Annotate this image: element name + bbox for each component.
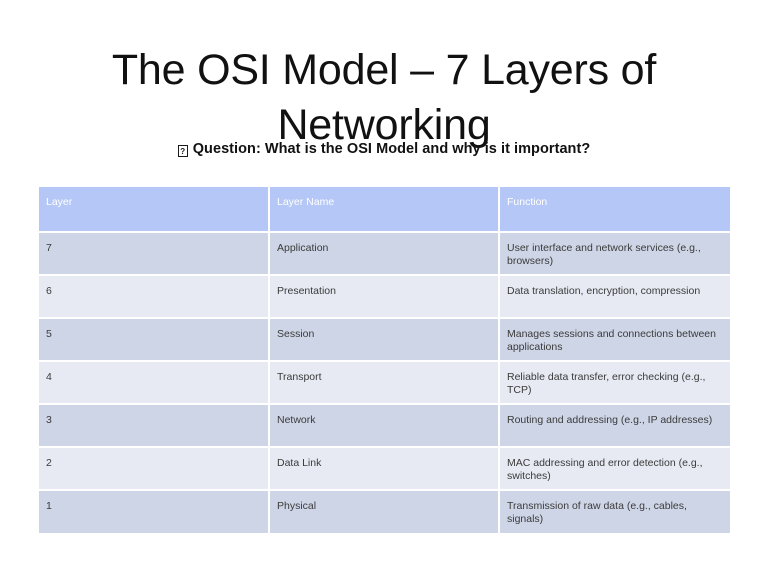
missing-glyph-box-icon: ? xyxy=(177,145,188,157)
cell-layer: 3 xyxy=(39,404,270,448)
table-row: 4 Transport Reliable data transfer, erro… xyxy=(39,361,730,405)
subtitle-text: Question: What is the OSI Model and why … xyxy=(192,141,591,157)
cell-layer-name: Session xyxy=(269,318,500,362)
table-header: Layer Layer Name Function xyxy=(39,187,730,233)
cell-layer-name: Application xyxy=(269,232,500,276)
table-row: 3 Network Routing and addressing (e.g., … xyxy=(39,404,730,448)
table-row: 2 Data Link MAC addressing and error det… xyxy=(39,447,730,491)
cell-function: Data translation, encryption, compressio… xyxy=(499,275,730,319)
cell-function: MAC addressing and error detection (e.g.… xyxy=(499,447,730,491)
cell-function: Reliable data transfer, error checking (… xyxy=(499,361,730,405)
table-row: 7 Application User interface and network… xyxy=(39,232,730,276)
subtitle-question-line: ? Question: What is the OSI Model and why… xyxy=(64,141,704,157)
page-title: The OSI Model – 7 Layers of Networking xyxy=(111,45,657,149)
cell-layer-name: Network xyxy=(269,404,500,448)
cell-function: Manages sessions and connections between… xyxy=(499,318,730,362)
table-header-row: Layer Layer Name Function xyxy=(39,187,730,233)
cell-layer: 6 xyxy=(39,275,270,319)
cell-layer: 7 xyxy=(39,232,270,276)
table-row: 5 Session Manages sessions and connectio… xyxy=(39,318,730,362)
cell-function: User interface and network services (e.g… xyxy=(499,232,730,276)
column-header-layer: Layer xyxy=(39,187,270,233)
cell-layer: 4 xyxy=(39,361,270,405)
cell-layer-name: Data Link xyxy=(269,447,500,491)
osi-layers-table: Layer Layer Name Function 7 Application … xyxy=(39,187,730,533)
cell-layer-name: Physical xyxy=(269,490,500,533)
cell-function: Routing and addressing (e.g., IP address… xyxy=(499,404,730,448)
table-row: 6 Presentation Data translation, encrypt… xyxy=(39,275,730,319)
cell-layer-name: Transport xyxy=(269,361,500,405)
cell-layer: 1 xyxy=(39,490,270,533)
table-body: 7 Application User interface and network… xyxy=(39,232,730,533)
cell-layer: 2 xyxy=(39,447,270,491)
cell-layer-name: Presentation xyxy=(269,275,500,319)
cell-layer: 5 xyxy=(39,318,270,362)
table-row: 1 Physical Transmission of raw data (e.g… xyxy=(39,490,730,533)
column-header-function: Function xyxy=(499,187,730,233)
cell-function: Transmission of raw data (e.g., cables, … xyxy=(499,490,730,533)
column-header-layer-name: Layer Name xyxy=(269,187,500,233)
